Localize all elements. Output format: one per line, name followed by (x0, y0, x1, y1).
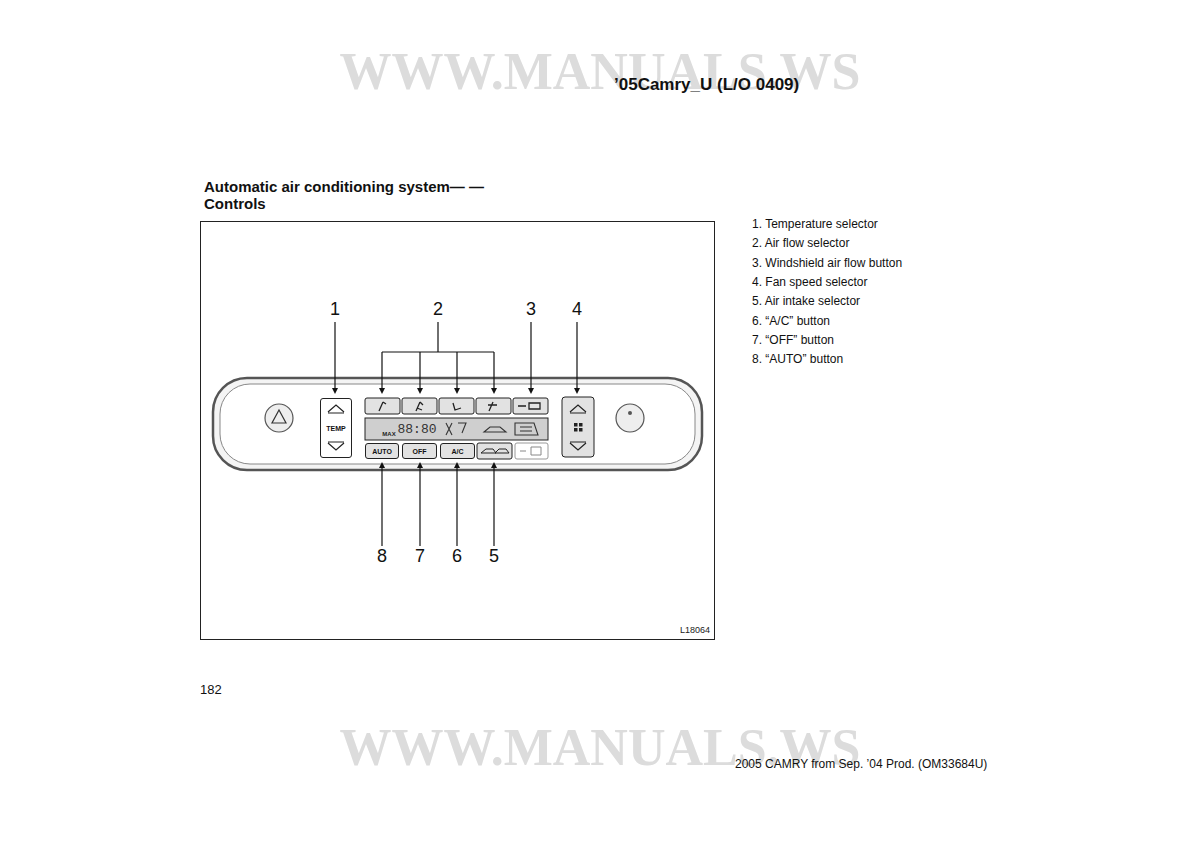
hazard-button (265, 404, 293, 432)
security-indicator (616, 404, 644, 432)
legend-item: 4. Fan speed selector (752, 276, 867, 289)
button-text: TEMP (326, 425, 345, 432)
page-number: 182 (200, 683, 222, 697)
figure-code: L18064 (680, 626, 710, 636)
fan-speed-selector (562, 397, 594, 457)
callout-number: 3 (526, 300, 536, 320)
security-dot (628, 411, 632, 415)
air-flow-buttons (365, 398, 548, 414)
fan-icon (574, 423, 583, 432)
control-button: A/C (440, 443, 475, 459)
up-arrow (328, 405, 344, 413)
button-text: A/C (451, 448, 463, 455)
page-footer: 2005 CAMRY from Sep. ’04 Prod. (OM33684U… (735, 758, 987, 771)
indicator-icon (520, 447, 541, 455)
callout-number: 4 (572, 300, 582, 320)
legend-item: 5. Air intake selector (752, 295, 860, 308)
legend-item: 7. “OFF” button (752, 334, 834, 347)
legend-item: 3. Windshield air flow button (752, 257, 902, 270)
display-icons (446, 423, 538, 435)
leader-arrowheads (332, 388, 580, 468)
panel-outline (213, 378, 702, 470)
air-flow-icons (379, 402, 540, 411)
control-button: AUTO (365, 443, 399, 459)
display-digits: 88:80 (397, 423, 436, 437)
callout-number: 7 (415, 547, 425, 567)
callout-number: 5 (489, 547, 499, 567)
section-title: Automatic air conditioning system— —Cont… (204, 178, 514, 212)
legend-item: 1. Temperature selector (752, 218, 878, 231)
callout-number: 2 (433, 300, 443, 320)
legend-item: 6. “A/C” button (752, 315, 830, 328)
air-intake-selector (477, 443, 512, 459)
down-arrow (570, 442, 586, 450)
panel-inner (220, 384, 695, 464)
control-button: TEMP (320, 398, 352, 458)
air-intake-icon (481, 449, 509, 453)
button-text: OFF (413, 448, 427, 455)
callout-number: 1 (330, 300, 340, 320)
figure-frame (201, 222, 715, 640)
callout-number: 6 (452, 547, 462, 567)
button-text: AUTO (372, 448, 392, 455)
display (365, 418, 548, 440)
indicator-button (515, 443, 548, 459)
page-header: ’05Camry_U (L/O 0409) (614, 76, 799, 95)
display-text: MAX (382, 431, 395, 438)
legend-item: 2. Air flow selector (752, 237, 849, 250)
down-arrow (328, 442, 344, 450)
control-button: OFF (402, 443, 437, 459)
legend-item: 8. “AUTO” button (752, 353, 843, 366)
up-arrow (570, 405, 586, 413)
hazard-symbol (272, 410, 286, 423)
leader-lines (335, 322, 577, 546)
callout-number: 8 (377, 547, 387, 567)
